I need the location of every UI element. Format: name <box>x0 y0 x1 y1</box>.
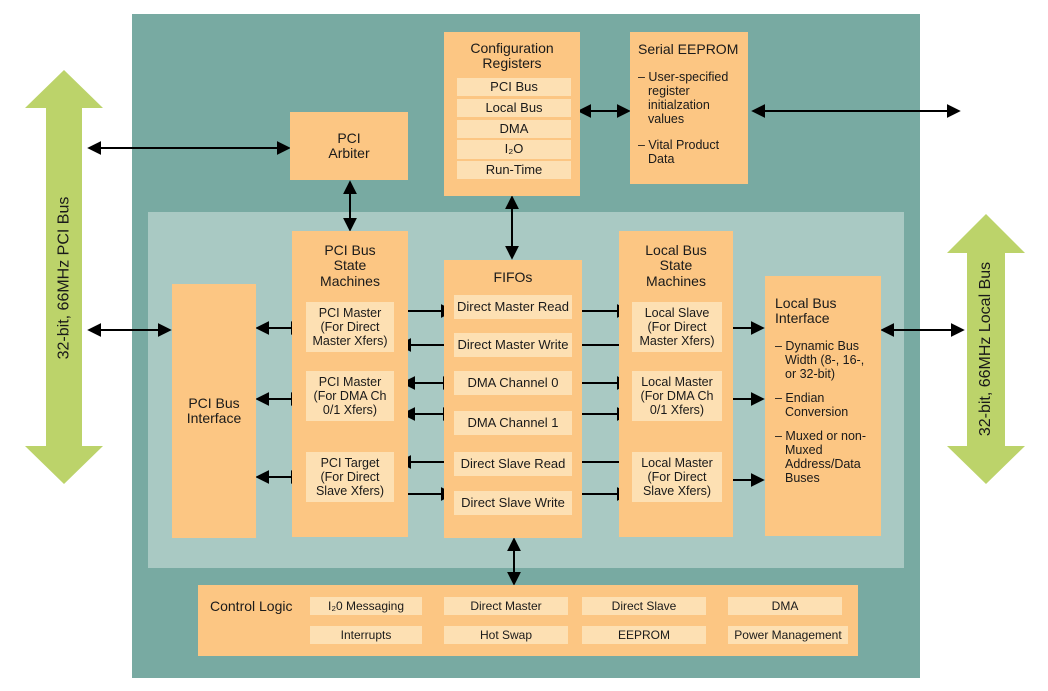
control-logic-block: Control Logic I₂0 Messaging Direct Maste… <box>198 585 858 656</box>
local-bus-interface-title: Local Bus Interface <box>775 295 837 327</box>
local-iface-bullet-muxed: – Muxed or non-Muxed Address/Data Buses <box>775 428 867 485</box>
fifos-title: FIFOs <box>493 269 533 285</box>
local-master-direct-slave: Local Master (For Direct Slave Xfers) <box>632 452 722 502</box>
local-state-machines-title: Local Bus State Machines <box>645 242 707 289</box>
fifos-block: FIFOs Direct Master Read Direct Master W… <box>444 260 582 538</box>
local-bus-arrow <box>947 214 1025 484</box>
fifo-direct-master-write: Direct Master Write <box>454 333 572 357</box>
control-power-management: Power Management <box>728 626 848 644</box>
local-master-dma: Local Master (For DMA Ch 0/1 Xfers) <box>632 371 722 421</box>
local-slave-direct-master: Local Slave (For Direct Master Xfers) <box>632 302 722 352</box>
pci-arbiter-block: PCI Arbiter <box>290 112 408 180</box>
config-reg-i2o: I₂O <box>457 140 571 159</box>
config-reg-run-time: Run-Time <box>457 161 571 179</box>
control-direct-master: Direct Master <box>444 597 568 615</box>
configuration-registers-title: Configuration Registers <box>470 40 554 72</box>
pci-bus-label: 32-bit, 66MHz PCI Bus <box>54 196 72 360</box>
pci-state-machines-title: PCI Bus State Machines <box>320 242 380 289</box>
control-i2o-messaging: I₂0 Messaging <box>310 597 422 615</box>
control-eeprom: EEPROM <box>582 626 706 644</box>
control-dma: DMA <box>728 597 842 615</box>
control-interrupts: Interrupts <box>310 626 422 644</box>
eeprom-bullet-register-init: – User-specified register initialzation … <box>638 70 729 127</box>
pci-bus-state-machines-block: PCI Bus State Machines PCI Master (For D… <box>292 231 408 537</box>
pci-bus-arrow <box>25 70 103 484</box>
pci-master-direct-master: PCI Master (For Direct Master Xfers) <box>306 302 394 352</box>
configuration-registers-block: Configuration Registers PCI Bus Local Bu… <box>444 32 580 196</box>
control-logic-title: Control Logic <box>210 598 293 614</box>
pci-target-direct-slave: PCI Target (For Direct Slave Xfers) <box>306 452 394 502</box>
serial-eeprom-block: Serial EEPROM – User-specified register … <box>630 32 748 184</box>
fifo-direct-slave-write: Direct Slave Write <box>454 491 572 515</box>
local-bus-interface-block: Local Bus Interface – Dynamic Bus Width … <box>765 276 881 536</box>
local-bus-state-machines-block: Local Bus State Machines Local Slave (Fo… <box>619 231 733 537</box>
pci-arbiter-title: PCI Arbiter <box>328 129 370 161</box>
fifo-direct-master-read: Direct Master Read <box>454 295 572 319</box>
fifo-dma-channel-0: DMA Channel 0 <box>454 371 572 395</box>
local-bus-label: 32-bit, 66MHz Local Bus <box>977 261 994 437</box>
control-hot-swap: Hot Swap <box>444 626 568 644</box>
local-iface-bullet-bus-width: – Dynamic Bus Width (8-, 16-, or 32-bit) <box>775 338 865 381</box>
pci-master-dma: PCI Master (For DMA Ch 0/1 Xfers) <box>306 371 394 421</box>
pci-bus-interface-title: PCI Bus Interface <box>186 394 242 426</box>
control-direct-slave: Direct Slave <box>582 597 706 615</box>
serial-eeprom-title: Serial EEPROM <box>638 41 739 57</box>
config-reg-pci-bus: PCI Bus <box>457 78 571 96</box>
fifo-direct-slave-read: Direct Slave Read <box>454 452 572 476</box>
eeprom-bullet-vpd: – Vital Product Data <box>638 138 720 167</box>
local-iface-bullet-endian: – Endian Conversion <box>775 390 849 419</box>
config-reg-local-bus: Local Bus <box>457 99 571 117</box>
pci-bus-interface-block: PCI Bus Interface <box>172 284 256 538</box>
config-reg-dma: DMA <box>457 120 571 138</box>
fifo-dma-channel-1: DMA Channel 1 <box>454 411 572 435</box>
